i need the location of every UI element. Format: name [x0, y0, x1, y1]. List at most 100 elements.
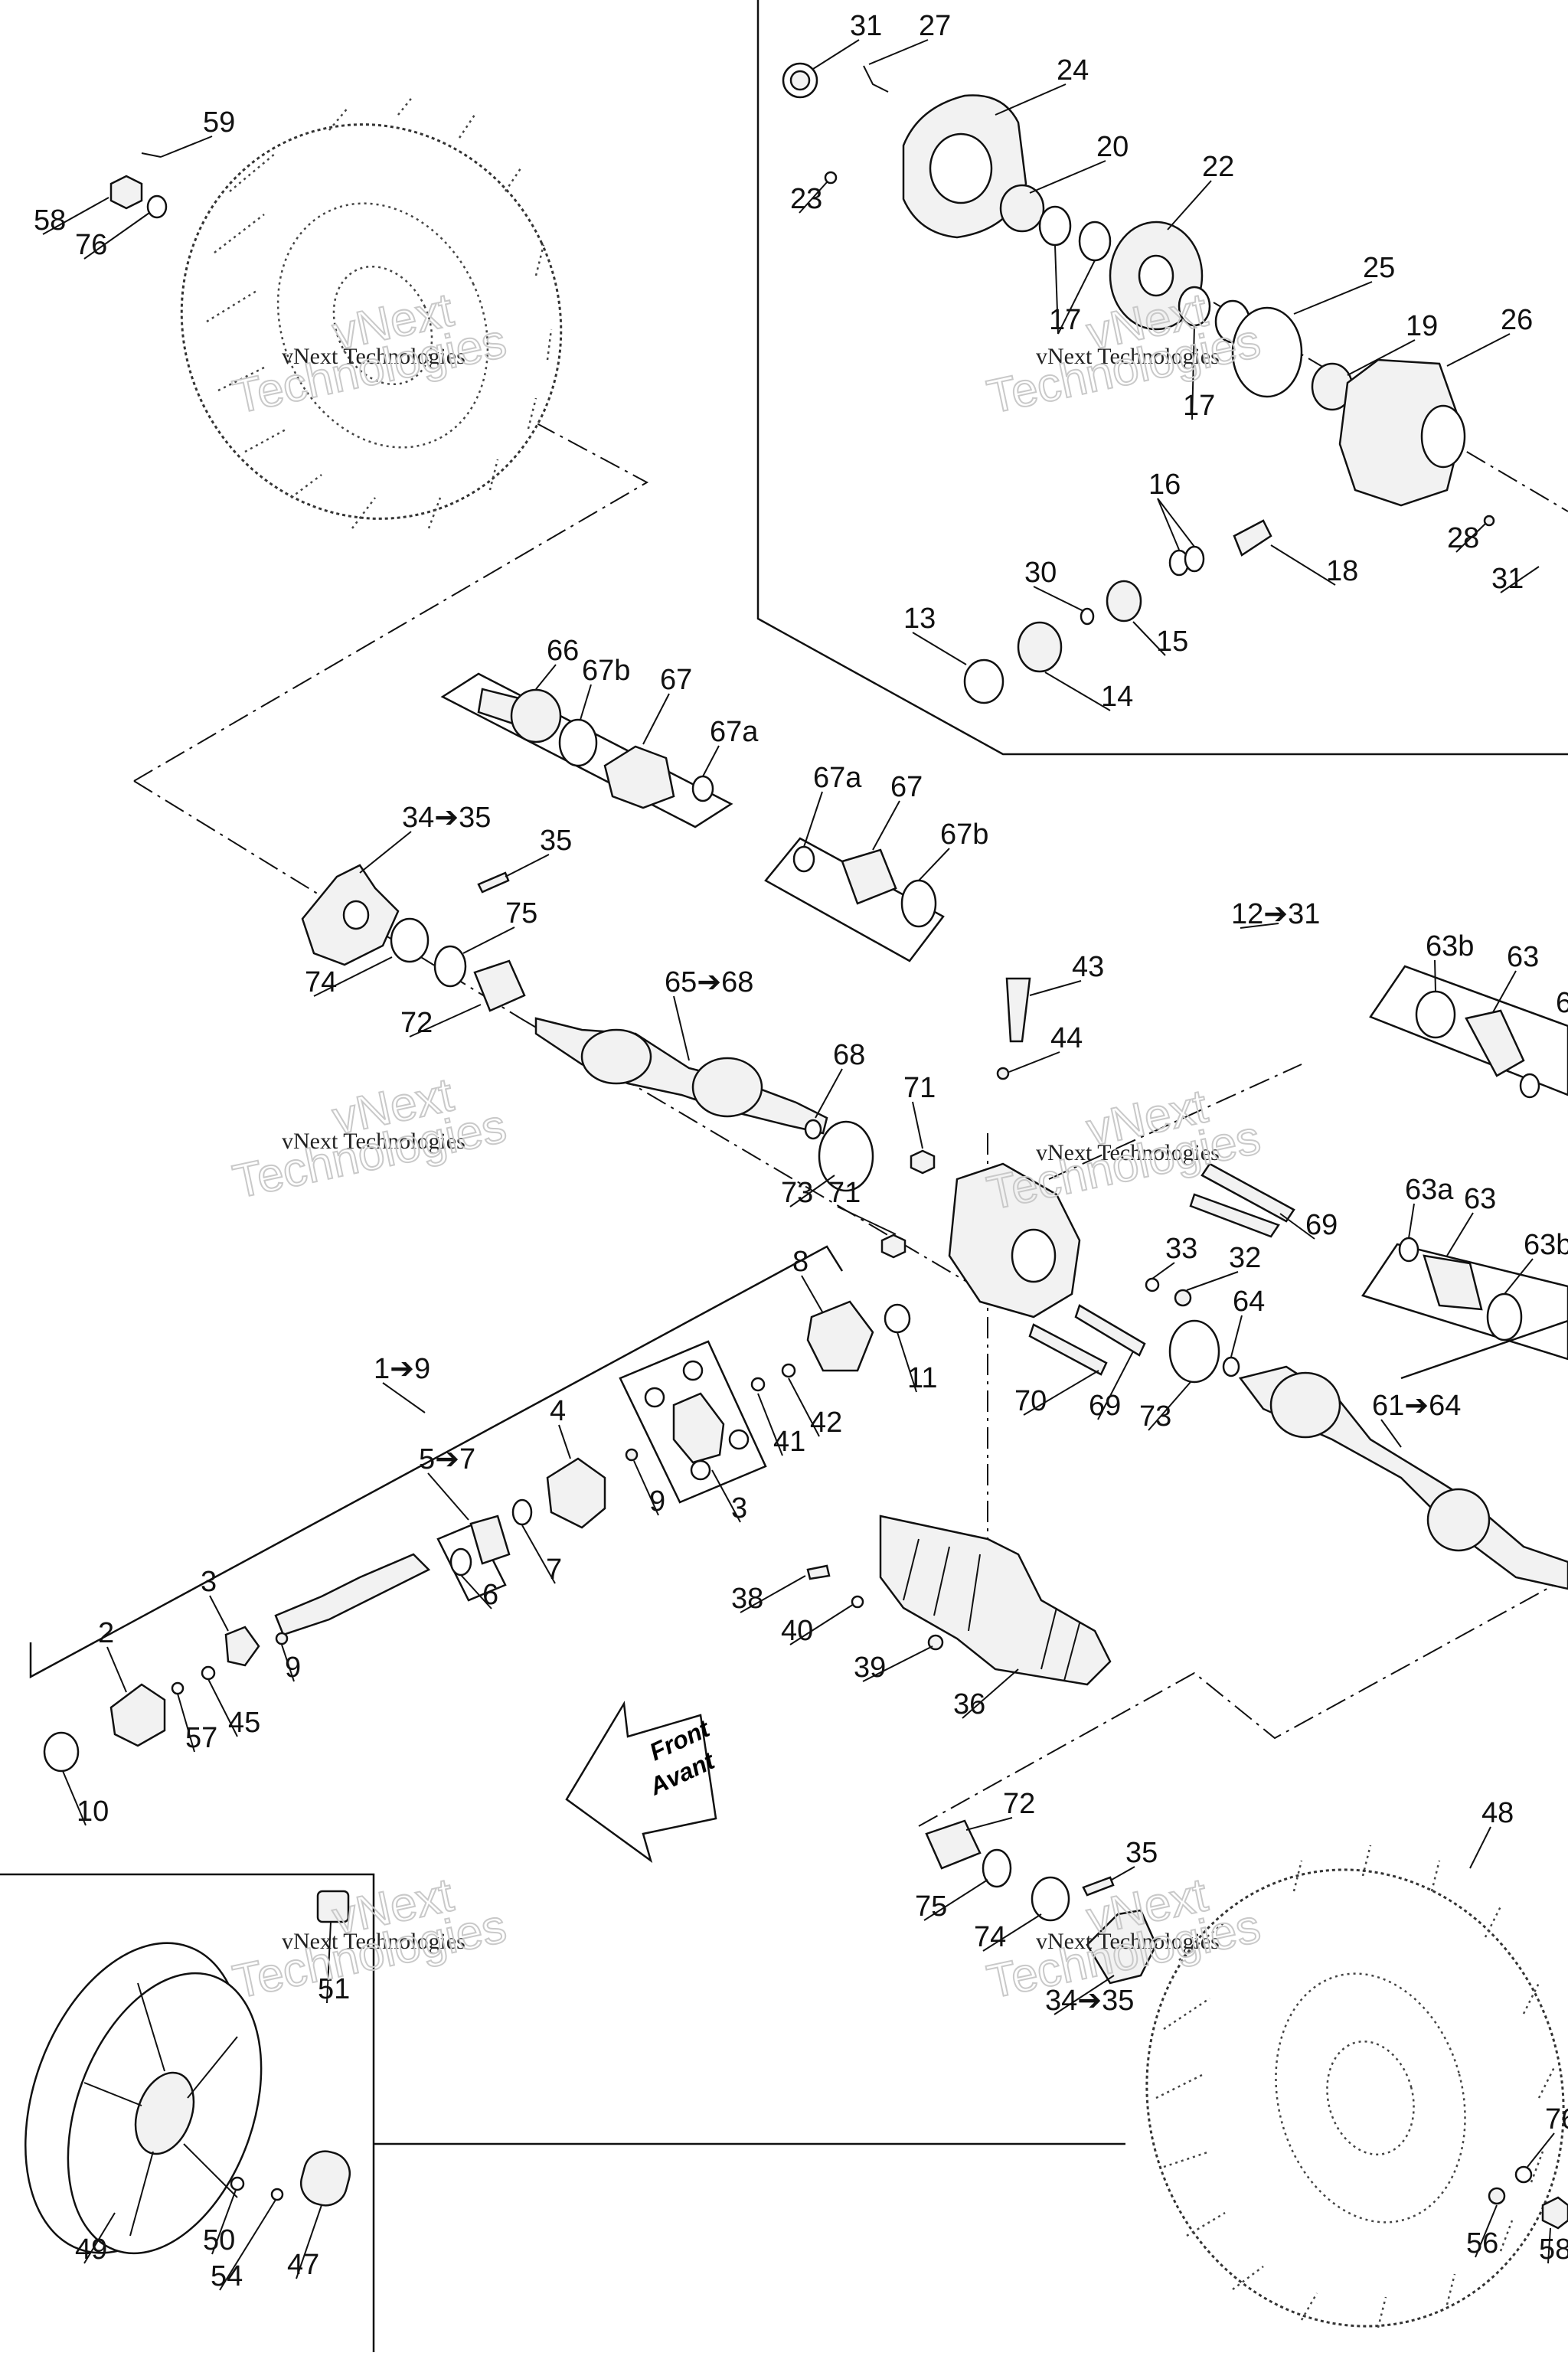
shaft-propeller — [274, 1553, 431, 1636]
callout-12-31: 12➔31 — [1231, 898, 1320, 930]
leader-18 — [1270, 544, 1336, 586]
leader-63-mid — [1446, 1212, 1474, 1256]
boot-61b — [1426, 1488, 1491, 1552]
leader-17a — [1057, 260, 1096, 335]
washer-42 — [781, 1363, 796, 1378]
shim-17b — [1078, 221, 1112, 262]
boot-63-mid — [1423, 1254, 1483, 1311]
leader-76-top — [83, 212, 150, 260]
callout-69b: 69 — [1089, 1390, 1121, 1422]
leader-59 — [160, 136, 213, 158]
nut-32 — [1174, 1289, 1192, 1307]
ring-63b-top — [1415, 990, 1456, 1039]
differential-frame — [756, 0, 1568, 756]
tyre-hub — [332, 265, 433, 386]
callout-28: 28 — [1447, 522, 1479, 554]
bracket-61-64 — [1400, 1319, 1568, 1380]
callout-11: 11 — [907, 1362, 937, 1394]
breather-43 — [1005, 977, 1031, 1043]
leader-10 — [62, 1770, 87, 1826]
housing-26-bore — [1420, 404, 1466, 469]
leader-9a — [633, 1460, 659, 1516]
leader-56 — [1475, 2204, 1498, 2258]
clip-64 — [1222, 1356, 1240, 1377]
centre-line-right-wheel — [918, 1577, 1568, 1827]
tyre-bottom-right — [1145, 1845, 1565, 2328]
callout-14: 14 — [1101, 681, 1133, 713]
bolt-69b — [1189, 1193, 1280, 1238]
stud-35-top — [477, 871, 510, 894]
leader-74-bot — [982, 1913, 1042, 1952]
clamp-63a — [1398, 1237, 1419, 1263]
leader-74-top — [313, 956, 393, 997]
leader-19 — [1347, 339, 1416, 376]
callout-36: 36 — [953, 1688, 985, 1720]
watermark-text: vNext Technologies — [1036, 1929, 1220, 1954]
seal-74-bot — [1031, 1876, 1070, 1922]
leader-63-top — [1492, 970, 1517, 1013]
callout-41: 41 — [773, 1426, 805, 1458]
callout-54: 54 — [211, 2260, 243, 2292]
callout-10: 10 — [77, 1796, 109, 1828]
leader-66 — [535, 664, 557, 690]
callout-26: 26 — [1501, 304, 1533, 336]
gearbox-parts — [818, 977, 1295, 1384]
tyre-tread — [1155, 1845, 1556, 2328]
yoke-4 — [546, 1457, 606, 1529]
callout-15: 15 — [1156, 626, 1188, 658]
callout-44: 44 — [1050, 1022, 1083, 1054]
callout-66: 66 — [547, 635, 579, 667]
leader-3a — [711, 1469, 741, 1523]
tyre-hub — [1326, 2040, 1415, 2156]
leader-36 — [962, 1668, 1019, 1719]
leader-30 — [1033, 586, 1084, 612]
clip-30 — [1080, 607, 1095, 626]
yoke-8 — [806, 1300, 874, 1372]
leader-49 — [83, 2212, 116, 2264]
callout-64: 64 — [1233, 1286, 1265, 1318]
cotter-59 — [141, 152, 162, 158]
cover-24-bore — [929, 132, 993, 204]
leader-41 — [757, 1393, 783, 1456]
tyre-top-left — [180, 95, 563, 529]
hub-34-bot — [1086, 1909, 1158, 1985]
seal-73a — [818, 1120, 874, 1192]
callout-22: 22 — [1202, 151, 1234, 183]
callout-32: 32 — [1229, 1242, 1261, 1274]
leader-39 — [862, 1645, 933, 1682]
callout-75-top: 75 — [505, 897, 537, 930]
callout-72-bot: 72 — [1003, 1788, 1035, 1820]
washer-76-top — [146, 194, 168, 219]
leader-31-top — [812, 39, 860, 70]
callout-67b-mid: 67b — [940, 819, 988, 851]
leader-51 — [326, 1921, 332, 2004]
bolt-69a — [1200, 1162, 1295, 1223]
leader-61-64 — [1380, 1419, 1402, 1448]
callout-68: 68 — [833, 1039, 865, 1071]
clip-9a — [625, 1448, 639, 1462]
callout-74-top: 74 — [305, 966, 337, 998]
callout-42: 42 — [810, 1407, 842, 1439]
leader-43 — [1029, 980, 1082, 996]
boot-65a — [580, 1028, 652, 1085]
plug-28 — [1483, 515, 1495, 527]
callout-57: 57 — [185, 1722, 217, 1754]
leader-58-bot — [1547, 2227, 1551, 2264]
ring-67b-mid — [900, 879, 937, 928]
callout-76-bot: 76 — [1545, 2103, 1568, 2135]
bottom-wheel-hardware — [925, 1819, 1568, 2230]
callout-63a: 63a — [1405, 1174, 1454, 1206]
bearing-15 — [1106, 580, 1142, 622]
watermark-text: vNext Technologies — [282, 1929, 466, 1954]
callout-1-9: 1➔9 — [374, 1353, 430, 1385]
leader-34-35-top — [359, 831, 412, 874]
boot-63-top — [1465, 1009, 1525, 1077]
nut-71b — [880, 1234, 906, 1259]
bearing-14 — [1017, 621, 1063, 673]
left-driveshaft-parts — [301, 688, 937, 1140]
leader-34-35-bot — [1054, 1975, 1115, 2015]
callout-8: 8 — [792, 1246, 808, 1278]
leader-57 — [177, 1693, 195, 1753]
washer-57 — [171, 1681, 185, 1695]
